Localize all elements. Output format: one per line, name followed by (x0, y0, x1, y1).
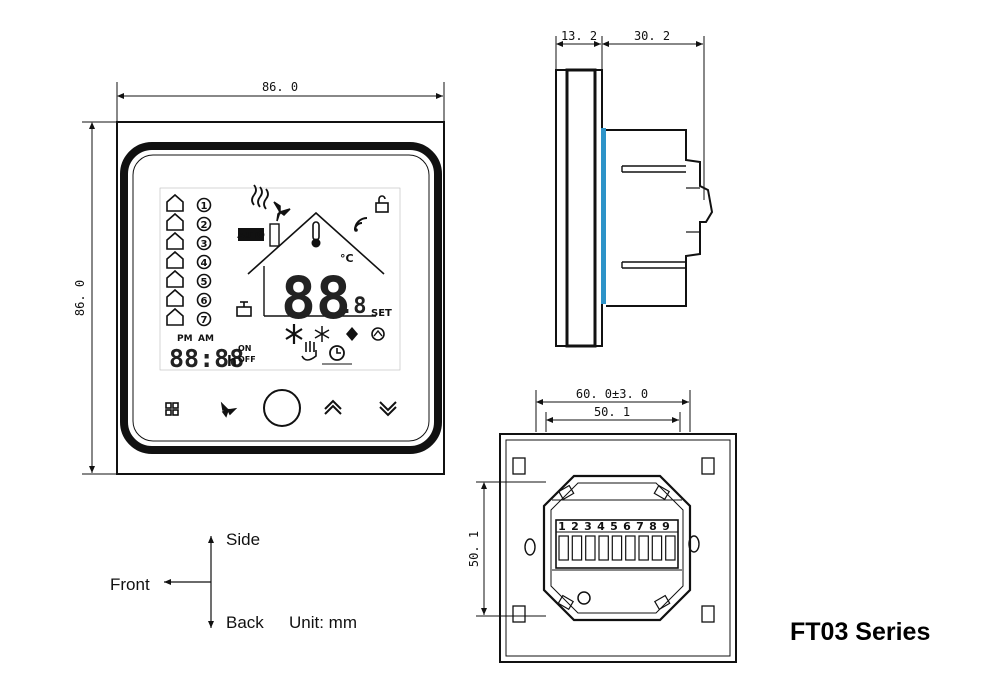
thermometer-icon (311, 221, 321, 248)
legend-back: Back (226, 613, 264, 632)
temperature-digits: 88 (281, 264, 351, 332)
program-numbers: 1 2 3 4 5 6 7 (196, 197, 212, 327)
program-number: 3 (201, 239, 208, 250)
fan-icon (273, 201, 291, 222)
terminal-number: 5 (610, 520, 618, 533)
lock-icon (375, 195, 389, 213)
sun-cool-icon (285, 324, 303, 344)
eco-icon (371, 327, 385, 341)
legend-front: Front (110, 575, 150, 594)
side-glass-edge (601, 128, 606, 304)
valve-icon (236, 301, 252, 317)
house-icon (166, 231, 184, 250)
legend-side: Side (226, 530, 260, 549)
program-number: 4 (201, 258, 208, 269)
pm-label: PM (177, 334, 193, 344)
screw-hole (577, 591, 591, 605)
series-title: FT03 Series (790, 618, 930, 646)
terminal-slot (665, 535, 676, 561)
terminal-slot (585, 535, 596, 561)
terminal-number: 6 (623, 520, 631, 533)
snowflake-icon (314, 326, 330, 342)
mount-hole (524, 538, 536, 556)
front-view: 86. 0 86. 0 (73, 80, 445, 475)
front-height-label: 86. 0 (73, 280, 87, 316)
terminal-slot (625, 535, 636, 561)
off-label: OFF (238, 355, 256, 364)
orientation-legend: Side Front Back Unit: mm (110, 530, 357, 632)
house-icon (166, 307, 184, 326)
hour-suffix: h (227, 354, 237, 370)
terminal-number: 4 (597, 520, 605, 533)
terminal-slot (611, 535, 623, 561)
front-plate (116, 121, 445, 475)
back-inner-width-label: 50. 1 (594, 405, 630, 419)
program-number: 1 (201, 201, 208, 212)
clock-icon (322, 345, 352, 365)
back-inner-height-label: 50. 1 (467, 531, 481, 567)
terminal-number: 2 (571, 520, 579, 533)
auto-label: AUTO (237, 231, 265, 241)
terminal-number: 9 (662, 520, 670, 533)
back-plate (499, 433, 737, 663)
house-icon (166, 269, 184, 288)
chimney (269, 223, 280, 247)
house-icon (166, 212, 184, 231)
set-label: SET (371, 308, 392, 319)
terminal-number: 7 (636, 520, 644, 533)
house-icon (166, 193, 184, 212)
terminal-block (555, 519, 679, 569)
side-back-depth-label: 30. 2 (634, 29, 670, 43)
side-back-box (606, 129, 714, 307)
up-button[interactable] (324, 399, 342, 415)
auto-badge (238, 228, 264, 241)
side-front-depth-label: 13. 2 (561, 29, 597, 43)
house-icon (166, 288, 184, 307)
back-view: 60. 0±3. 0 50. 1 50. 1 1 2 (467, 387, 737, 663)
am-label: AM (198, 334, 214, 344)
terminal-slot (558, 535, 569, 561)
terminal-number: 8 (649, 520, 657, 533)
down-button[interactable] (379, 401, 397, 417)
terminal-number: 1 (558, 520, 566, 533)
hand-icon (301, 341, 317, 361)
program-number: 5 (201, 277, 208, 288)
front-bezel (120, 142, 442, 454)
program-number: 6 (201, 296, 208, 307)
program-number: 7 (201, 315, 208, 326)
program-number: 2 (201, 220, 208, 231)
wifi-icon (354, 217, 368, 232)
back-mount-width-label: 60. 0±3. 0 (576, 387, 648, 401)
back-housing (542, 474, 692, 622)
heat-waves-icon (251, 184, 269, 210)
front-width-label: 86. 0 (262, 80, 298, 94)
fan-button[interactable] (220, 401, 238, 418)
terminal-slot (598, 535, 609, 561)
side-view: 13. 2 30. 2 (555, 29, 714, 348)
terminal-slot (571, 535, 583, 561)
unit-label: °C (340, 252, 354, 265)
time-digits: 88:88 (169, 344, 244, 373)
terminal-labels: 1 2 3 4 5 6 7 8 9 (558, 520, 670, 533)
house-outline (247, 211, 385, 275)
power-button[interactable] (263, 389, 301, 427)
terminal-slot (638, 535, 649, 561)
terminal-number: 3 (584, 520, 592, 533)
lcd-display (159, 187, 401, 371)
legend-unit: Unit: mm (289, 613, 357, 632)
mount-hole (688, 535, 700, 553)
terminal-slot (651, 535, 663, 561)
menu-button[interactable] (165, 402, 179, 416)
house-icon (166, 250, 184, 269)
temperature-decimal: .8 (340, 294, 367, 319)
terminal-slots (558, 535, 676, 561)
dry-mode-icon (346, 327, 358, 341)
on-label: ON (238, 344, 252, 353)
program-icons-column (166, 193, 184, 326)
